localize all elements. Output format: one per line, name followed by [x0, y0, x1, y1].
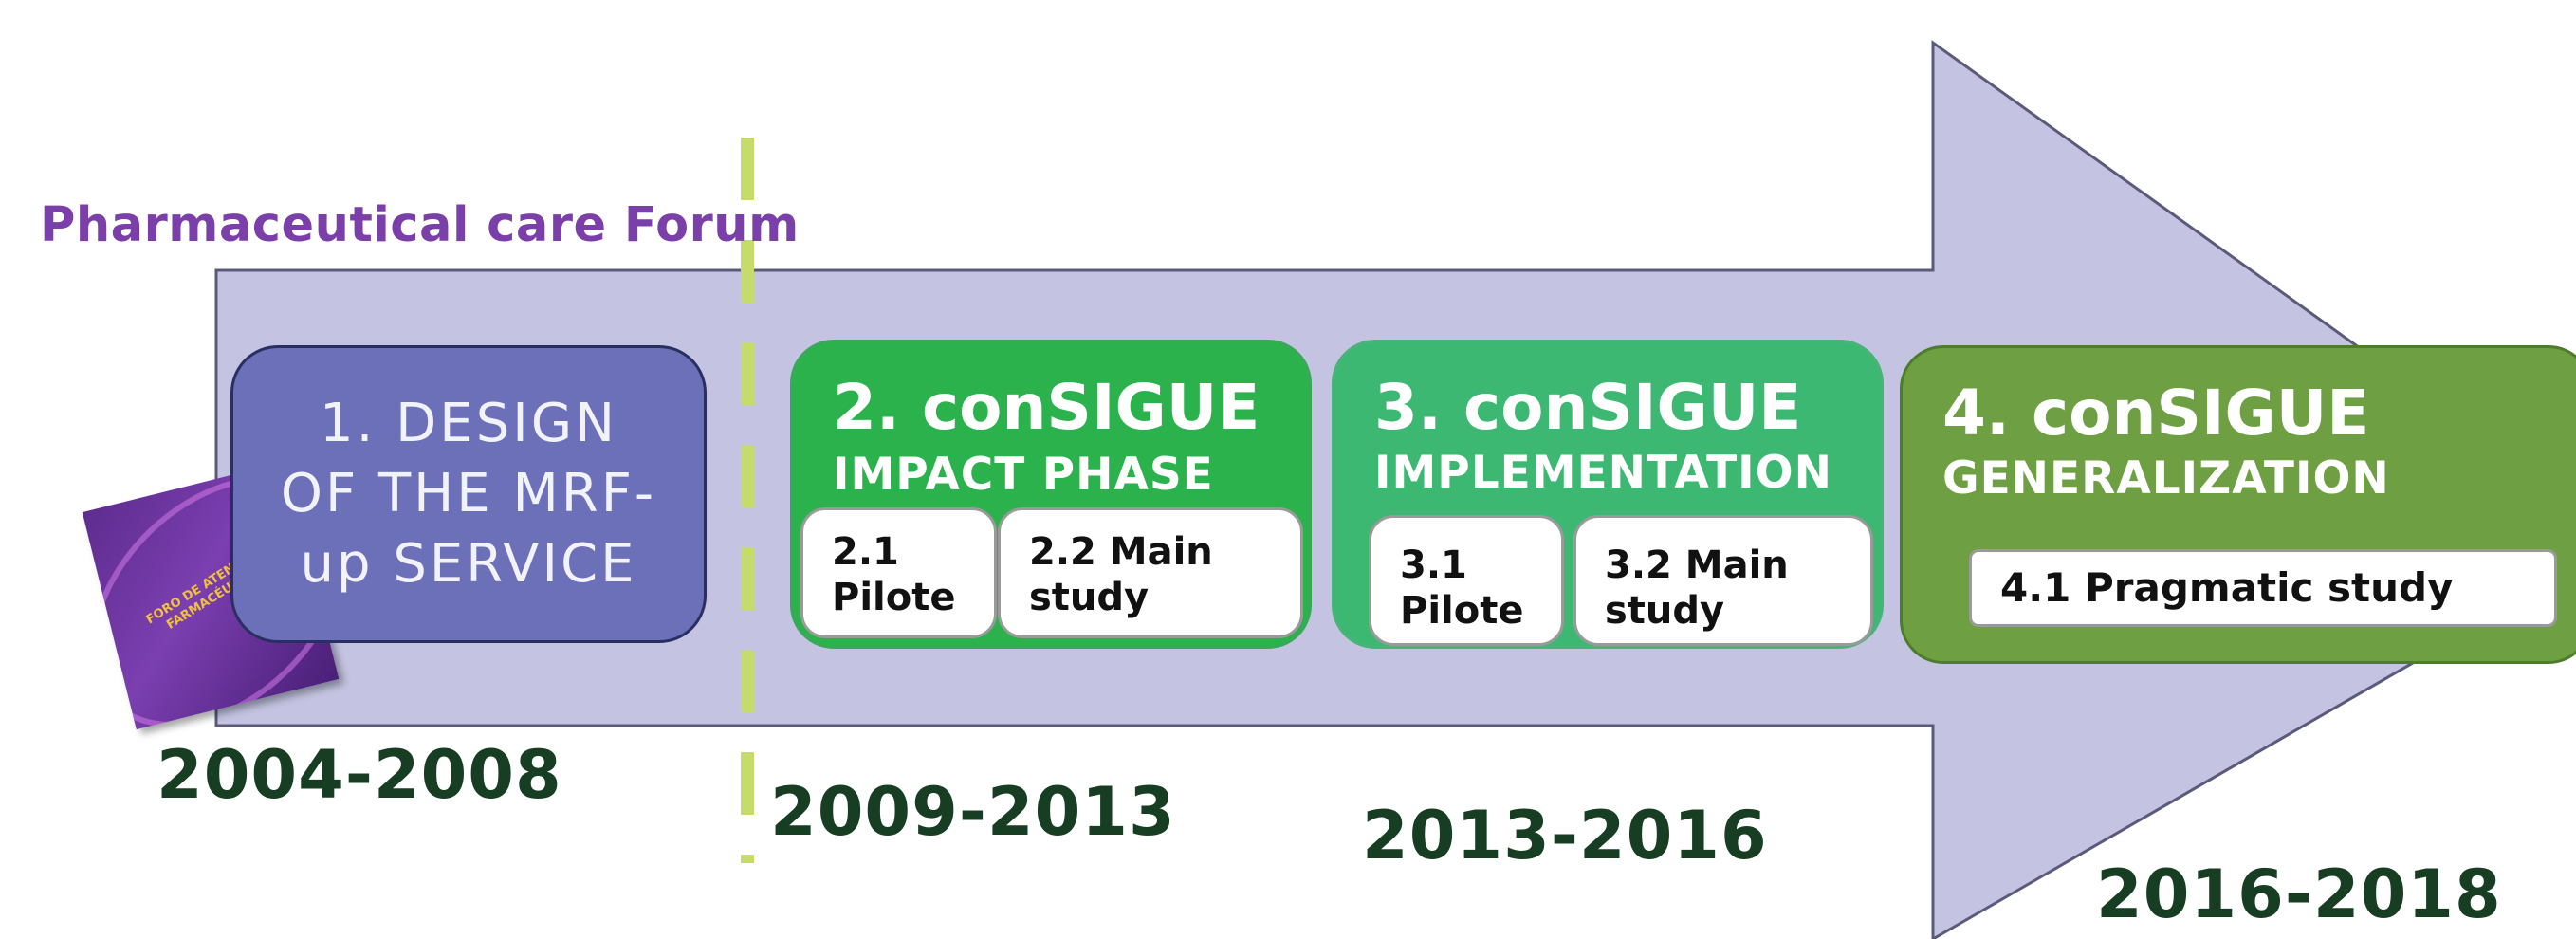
- phase-2-subitem-main-study: 2.2 Main study: [998, 507, 1303, 638]
- phase-3-box: 3. conSIGUE IMPLEMENTATION 3.1 Pilote 3.…: [1332, 340, 1884, 649]
- phase-3-year: 2013-2016: [1362, 797, 1768, 875]
- phase-3-subitem-main-study-label: 3.2 Main study: [1605, 543, 1789, 633]
- phase-2-subitem-pilote: 2.1 Pilote: [800, 507, 997, 638]
- phase-2-subitem-pilote-label: 2.1 Pilote: [832, 530, 956, 619]
- phase-1-year: 2004-2008: [156, 736, 562, 814]
- phase-3-subitem-pilote-label: 3.1 Pilote: [1400, 543, 1524, 633]
- phase-4-subitem-pragmatic-study: 4.1 Pragmatic study: [1969, 549, 2557, 627]
- phase-2-subtitle: IMPACT PHASE: [833, 449, 1214, 501]
- phase-1-box: 1. DESIGN OF THE MRF-up SERVICE: [230, 345, 707, 643]
- phase-4-subtitle: GENERALIZATION: [1942, 452, 2390, 505]
- phase-4-box: 4. conSIGUE GENERALIZATION 4.1 Pragmatic…: [1900, 345, 2576, 664]
- phase-4-year: 2016-2018: [2096, 856, 2502, 933]
- phase-2-title: 2. conSIGUE: [833, 371, 1260, 444]
- phase-4-title: 4. conSIGUE: [1942, 377, 2370, 450]
- phase-3-subitem-pilote: 3.1 Pilote: [1369, 515, 1564, 646]
- phase-1-title: 1. DESIGN OF THE MRF-up SERVICE: [280, 393, 657, 595]
- phase-3-subtitle: IMPLEMENTATION: [1374, 447, 1832, 499]
- phase-2-box: 2. conSIGUE IMPACT PHASE 2.1 Pilote 2.2 …: [790, 340, 1312, 649]
- phase-2-year: 2009-2013: [770, 773, 1176, 851]
- phase-3-subitem-main-study: 3.2 Main study: [1573, 515, 1873, 646]
- forum-label: Pharmaceutical care Forum: [40, 197, 800, 253]
- phase-2-subitem-main-study-label: 2.2 Main study: [1029, 530, 1213, 619]
- phase-3-title: 3. conSIGUE: [1374, 371, 1802, 444]
